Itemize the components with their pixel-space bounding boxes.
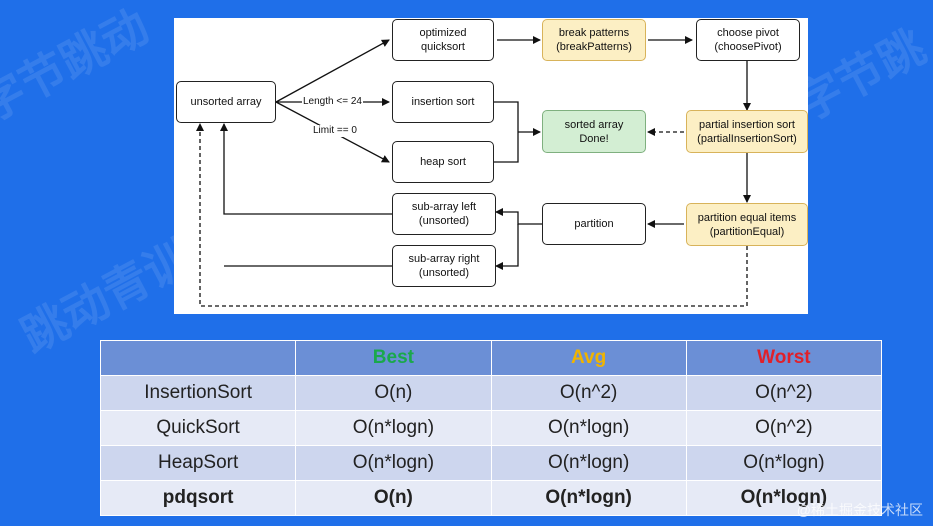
cell-best: O(n) [295,480,492,516]
header-best: Best [295,340,492,376]
node-sorted-done: sorted array Done! [542,110,646,153]
complexity-table: Best Avg Worst InsertionSort O(n) O(n^2)… [99,340,883,516]
node-unsorted-array: unsorted array [176,81,276,123]
cell-avg: O(n*logn) [490,410,687,446]
node-optimized-quicksort: optimized quicksort [392,19,494,61]
header-avg: Avg [490,340,687,376]
cell-best: O(n*logn) [295,410,492,446]
cell-worst: O(n*logn) [685,445,883,481]
edge-to-subright [495,224,519,270]
cell-avg: O(n^2) [490,375,687,411]
cell-best: O(n) [295,375,492,411]
row-name: HeapSort [99,445,297,481]
cell-best: O(n*logn) [295,445,492,481]
table-row: pdqsort O(n) O(n*logn) O(n*logn) [99,480,883,516]
cell-worst: O(n*logn) [685,480,883,516]
row-name: InsertionSort [99,375,297,411]
table-header-row: Best Avg Worst [99,340,883,376]
table-row: HeapSort O(n*logn) O(n*logn) O(n*logn) [99,445,883,481]
row-name: QuickSort [99,410,297,446]
cell-worst: O(n^2) [685,410,883,446]
edge-merge [494,101,519,163]
edge-left-back [220,123,392,215]
node-break-patterns: break patterns (breakPatterns) [542,19,646,61]
edge-dashed-loop [196,123,748,307]
table-row: QuickSort O(n*logn) O(n*logn) O(n^2) [99,410,883,446]
edge-label-length: Length <= 24 [302,96,363,108]
cell-avg: O(n*logn) [490,480,687,516]
row-name: pdqsort [99,480,297,516]
bg-watermark: 字节跳动 [0,0,157,132]
table-row: InsertionSort O(n) O(n^2) O(n^2) [99,375,883,411]
node-sub-array-right: sub-array right (unsorted) [392,245,496,287]
flowchart-connectors [196,36,751,307]
node-partition: partition [542,203,646,245]
cell-worst: O(n^2) [685,375,883,411]
node-partial-insertion-sort: partial insertion sort (partialInsertion… [686,110,808,153]
edge-to-quicksort [275,39,390,103]
node-choose-pivot: choose pivot (choosePivot) [696,19,800,61]
edge-to-subleft [495,208,542,225]
header-corner [99,340,297,376]
node-heap-sort: heap sort [392,141,494,183]
node-partition-equal: partition equal items (partitionEqual) [686,203,808,246]
pdqsort-flowchart: unsorted array optimized quicksort inser… [174,18,808,314]
node-insertion-sort: insertion sort [392,81,494,123]
cell-avg: O(n*logn) [490,445,687,481]
header-worst: Worst [685,340,883,376]
node-sub-array-left: sub-array left (unsorted) [392,193,496,235]
edge-label-limit: Limit == 0 [312,125,358,137]
footer-watermark: @稀土掘金技术社区 [796,502,923,518]
